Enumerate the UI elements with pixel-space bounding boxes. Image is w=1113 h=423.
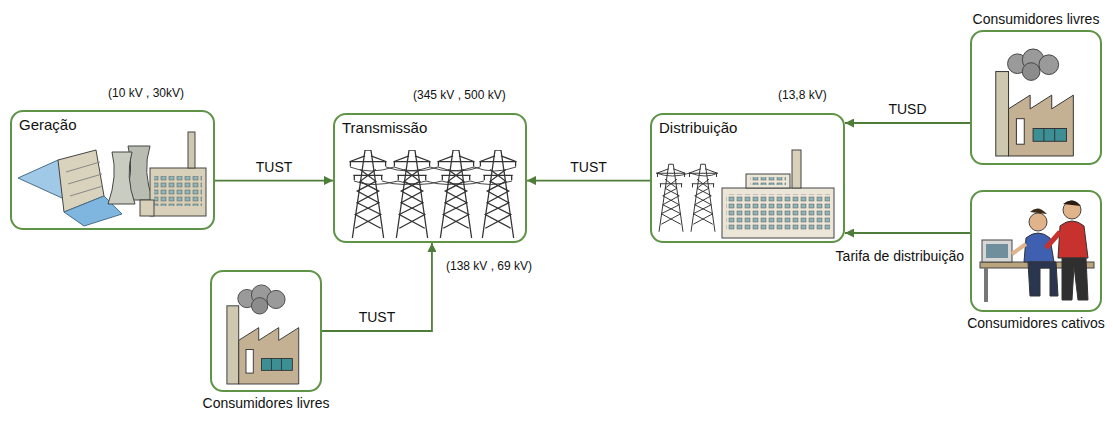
people-at-computer — [986, 244, 1008, 258]
payment-arrow — [845, 122, 970, 124]
factory-icon — [996, 49, 1074, 156]
distribution-illustration — [792, 150, 801, 188]
people-at-computer — [1063, 201, 1081, 219]
people-at-computer — [982, 240, 1012, 262]
transmission-towers — [393, 150, 430, 238]
transmission-towers — [349, 150, 516, 238]
transmission-towers — [350, 167, 516, 185]
node-title: Consumidores livres — [973, 11, 1100, 27]
tariff-label: TUST — [568, 159, 609, 175]
generation-illustration — [188, 132, 195, 168]
generation-illustration — [154, 176, 202, 206]
voltage-label: (13,8 kV) — [778, 88, 827, 102]
people-at-computer — [1058, 221, 1088, 258]
payment-arrow — [215, 180, 333, 182]
tariff-label: TUST — [254, 159, 295, 175]
generation-illustration — [108, 152, 135, 204]
consumer-box: Consumidores livres — [210, 270, 322, 392]
factory-icon — [227, 285, 299, 384]
transmission-towers — [479, 150, 516, 238]
generation-illustration — [140, 200, 154, 216]
people-at-computer — [1062, 258, 1088, 300]
stage-box: Distribuição — [650, 113, 845, 243]
generation-illustration — [150, 168, 206, 216]
people-at-computer — [1030, 208, 1047, 214]
payment-arrow — [322, 243, 432, 331]
transmission-towers — [437, 150, 474, 238]
consumer-box: Consumidores cativos — [970, 190, 1102, 312]
voltage-label: (138 kV , 69 kV) — [446, 259, 532, 273]
distribution-illustration — [656, 173, 718, 176]
distribution-illustration — [746, 174, 790, 188]
people-at-computer — [1028, 262, 1058, 296]
people-at-computer — [984, 268, 988, 302]
people-at-computer — [1046, 232, 1060, 248]
payment-arrow — [845, 232, 970, 234]
generation-illustration — [66, 162, 103, 196]
distribution-illustration — [722, 188, 834, 238]
people-at-computer — [1012, 244, 1026, 254]
distribution-illustration — [656, 150, 834, 238]
people-at-computer — [1063, 200, 1081, 206]
tariff-label: TUSD — [886, 101, 928, 117]
transmission-towers — [349, 150, 386, 238]
node-title: Consumidores livres — [203, 395, 330, 411]
consumer-box: Consumidores livres — [970, 30, 1102, 165]
node-title: Distribuição — [659, 119, 737, 136]
node-title: Consumidores cativos — [967, 315, 1105, 331]
distribution-illustration — [726, 194, 830, 230]
generation-illustration — [18, 132, 206, 226]
people-at-computer — [1029, 213, 1047, 231]
stage-box: Geração — [10, 110, 215, 230]
people-at-computer — [980, 200, 1094, 302]
node-title: Transmissão — [342, 119, 427, 136]
factory-icon — [227, 49, 1073, 384]
distribution-illustration — [750, 177, 786, 185]
payment-arrow — [527, 180, 650, 182]
tariff-label: Tarifa de distribuição — [834, 248, 966, 264]
stage-box: Transmissão — [333, 113, 527, 243]
voltage-label: (345 kV , 500 kV) — [413, 88, 506, 102]
voltage-label: (10 kV , 30kV) — [108, 86, 184, 100]
node-title: Geração — [19, 116, 77, 133]
tariff-label: TUST — [357, 309, 398, 325]
